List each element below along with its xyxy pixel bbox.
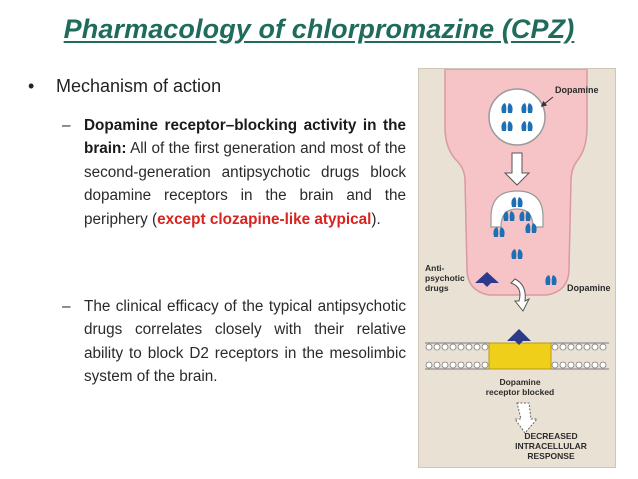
label-antipsychotic-2: psychotic: [425, 273, 465, 283]
label-dopamine-mid: Dopamine: [567, 283, 611, 293]
bound-drug: [507, 329, 531, 345]
subpoint-clinical-efficacy: – The clinical efficacy of the typical a…: [62, 295, 406, 389]
release-arrow: [503, 152, 531, 186]
subpoint-dopamine-blocking: – Dopamine receptor–blocking activity in…: [62, 114, 406, 231]
vesicle-top: [488, 88, 546, 146]
label-dopamine-top: Dopamine: [555, 85, 599, 95]
d2-receptor: [488, 342, 552, 370]
label-response-3: RESPONSE: [527, 451, 575, 461]
subpoint-dash: –: [62, 117, 71, 134]
label-antipsychotic-1: Anti-: [425, 263, 445, 273]
label-antipsychotic-3: drugs: [425, 283, 449, 293]
label-blocked-1: Dopamine: [499, 377, 540, 387]
subpoint-tail: ).: [371, 210, 381, 228]
response-arrow: [514, 402, 539, 434]
bullet-marker: •: [28, 76, 35, 96]
synapse-svg: Dopamine Anti- psychotic drugs Dopamine: [425, 69, 611, 461]
label-response-2: INTRACELLULAR: [515, 441, 587, 451]
subpoint-text: The clinical efficacy of the typical ant…: [84, 298, 406, 386]
subpoint-bold-lead: Dopamine receptor–blocking activity in t…: [84, 117, 406, 158]
label-response-1: DECREASED: [524, 431, 577, 441]
bullet-text: Mechanism of action: [56, 76, 222, 96]
main-bullet: • Mechanism of action: [28, 76, 221, 97]
subpoint-text: All of the first generation and most of …: [84, 140, 406, 228]
label-blocked-2: receptor blocked: [486, 387, 555, 397]
subpoint-body: Dopamine receptor–blocking activity in t…: [84, 114, 406, 231]
blocked-arrow: [510, 278, 531, 312]
membrane-lipids: [425, 343, 607, 369]
synapse-diagram: Dopamine Anti- psychotic drugs Dopamine: [418, 68, 616, 468]
drug-marker: [475, 272, 499, 287]
subpoint-highlight: except clozapine-like atypical: [157, 210, 372, 228]
subpoint-dash: –: [62, 298, 71, 315]
slide-title: Pharmacology of chlorpromazine (CPZ): [63, 14, 575, 44]
